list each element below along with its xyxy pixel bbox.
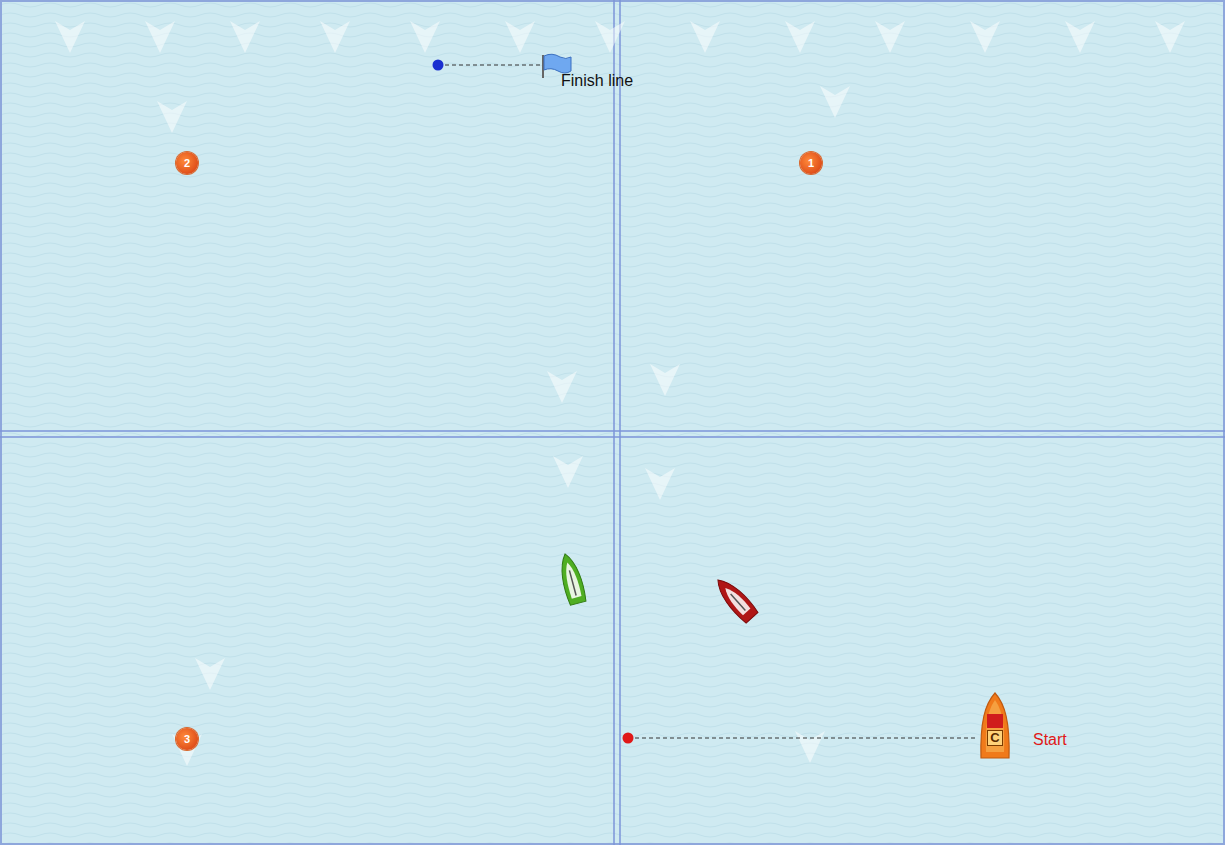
wind-arrow [410,21,440,53]
wind-arrow [230,21,260,53]
wind-arrow [55,21,85,53]
committee-boat: C [978,692,1012,760]
wind-arrow [650,364,680,396]
wind-arrow [820,86,850,118]
boat-letter: C [987,730,1002,746]
wind-arrow [157,101,187,133]
mark-number: 1 [808,158,814,169]
finish-line-label: Finish line [561,72,633,90]
wind-arrow [547,371,577,403]
mark-buoy: 1 [800,152,822,174]
wind-arrow [875,21,905,53]
mark-number: 3 [184,734,190,745]
wind-arrow [795,731,825,763]
wind-arrow [553,456,583,488]
wind-arrow [320,21,350,53]
wind-arrow [970,21,1000,53]
wind-arrow [785,21,815,53]
mark-buoy: 2 [176,152,198,174]
red-boat [711,574,759,624]
committee-boat-hull [978,692,1012,760]
wind-arrow [595,21,625,53]
wind-arrow [145,21,175,53]
start-line [623,733,976,744]
wind-arrow [195,658,225,690]
wind-arrows [55,21,1185,766]
wind-arrow [645,468,675,500]
wind-arrow [690,21,720,53]
finish-line [433,54,572,78]
start-label: Start [1033,731,1067,749]
wind-arrow [1065,21,1095,53]
mark-number: 2 [184,158,190,169]
wind-arrow [1155,21,1185,53]
mark-buoy: 3 [176,728,198,750]
green-boat [556,552,587,606]
wind-arrow [505,21,535,53]
